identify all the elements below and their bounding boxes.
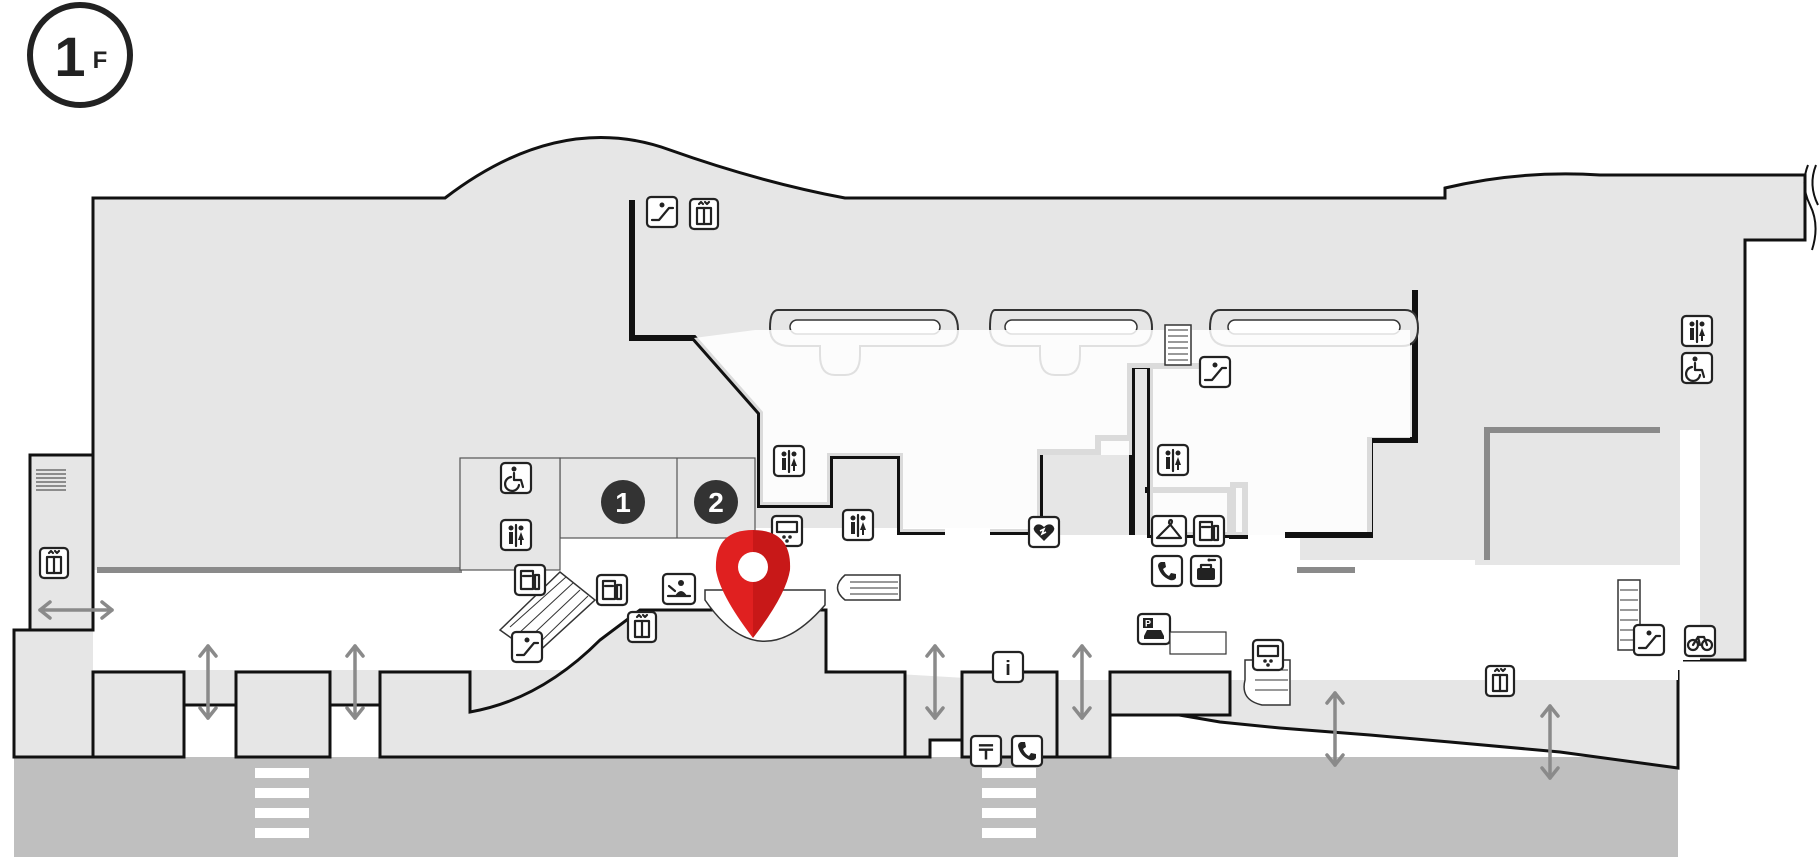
post-office-icon[interactable]: 〒: [969, 734, 1003, 768]
map-break-mark: [1803, 164, 1817, 251]
escalator-icon[interactable]: [1198, 355, 1232, 389]
entrance-arrow-4: [1072, 644, 1092, 720]
restroom-icon[interactable]: [1680, 314, 1714, 348]
floor-suffix: F: [93, 47, 108, 74]
ic-card-reader-icon[interactable]: [1251, 638, 1285, 672]
entrance-arrow-3: [925, 644, 945, 720]
information-icon[interactable]: i: [991, 650, 1025, 684]
wheelchair-icon[interactable]: [1680, 351, 1714, 385]
info-glyph: i: [1005, 658, 1011, 680]
parking-glyph: P: [1145, 619, 1151, 629]
left-stair-block: [28, 453, 95, 632]
bicycle-icon[interactable]: [1683, 624, 1717, 658]
aed-icon[interactable]: [1027, 515, 1061, 549]
elevator-icon[interactable]: [688, 197, 720, 231]
parking-icon[interactable]: P: [1136, 612, 1172, 646]
elevator-icon[interactable]: [626, 610, 658, 644]
zone-2-label: 2: [708, 487, 724, 518]
wheelchair-icon[interactable]: [499, 461, 533, 495]
floor-badge: 1 F: [27, 2, 133, 108]
telephone-icon[interactable]: [1010, 734, 1044, 768]
restroom-icon[interactable]: [499, 518, 533, 552]
floor-number: 1: [54, 25, 85, 88]
zone-1-label: 1: [615, 487, 631, 518]
coin-locker-icon[interactable]: [1189, 554, 1223, 588]
elevator-icon[interactable]: [1484, 664, 1516, 698]
restroom-icon[interactable]: [841, 508, 875, 542]
taxi-stand-box: [1169, 631, 1227, 655]
crosswalk-center: [982, 768, 1036, 838]
current-location-pin[interactable]: [715, 530, 791, 638]
entrance-arrow-2: [345, 644, 365, 720]
escalator-bus-area: [1243, 659, 1291, 706]
post-glyph: 〒: [976, 742, 996, 764]
telephone-icon[interactable]: [1150, 554, 1184, 588]
platform-rails: [97, 427, 1660, 573]
escalator-right-upper: [1164, 324, 1192, 366]
escalator-icon[interactable]: [1632, 623, 1666, 657]
ticket-machine-icon[interactable]: [595, 573, 629, 607]
zone-1-marker[interactable]: 1: [601, 480, 645, 524]
escalator-icon[interactable]: [645, 195, 679, 229]
elevator-icon[interactable]: [38, 546, 70, 580]
ticket-machine-icon[interactable]: [513, 563, 547, 597]
escalator-central: [836, 574, 901, 601]
zone-2-marker[interactable]: 2: [694, 480, 738, 524]
walkway-lower-band: [93, 590, 1683, 670]
restroom-icon[interactable]: [772, 444, 806, 478]
crosswalk-left: [255, 768, 309, 838]
ticket-counter-icon[interactable]: [661, 572, 697, 606]
entrance-arrow-left-horizontal: [38, 600, 114, 620]
ticket-machine-icon[interactable]: [1192, 514, 1226, 548]
escalator-icon[interactable]: [510, 630, 544, 664]
restroom-icon[interactable]: [1156, 443, 1190, 477]
entrance-arrows: [38, 600, 1560, 780]
cloakroom-icon[interactable]: [1150, 514, 1188, 548]
entrance-arrow-6: [1540, 704, 1560, 780]
lower-shops: [91, 608, 1232, 759]
entrance-arrow-1: [198, 644, 218, 720]
entrance-arrow-5: [1325, 691, 1345, 767]
